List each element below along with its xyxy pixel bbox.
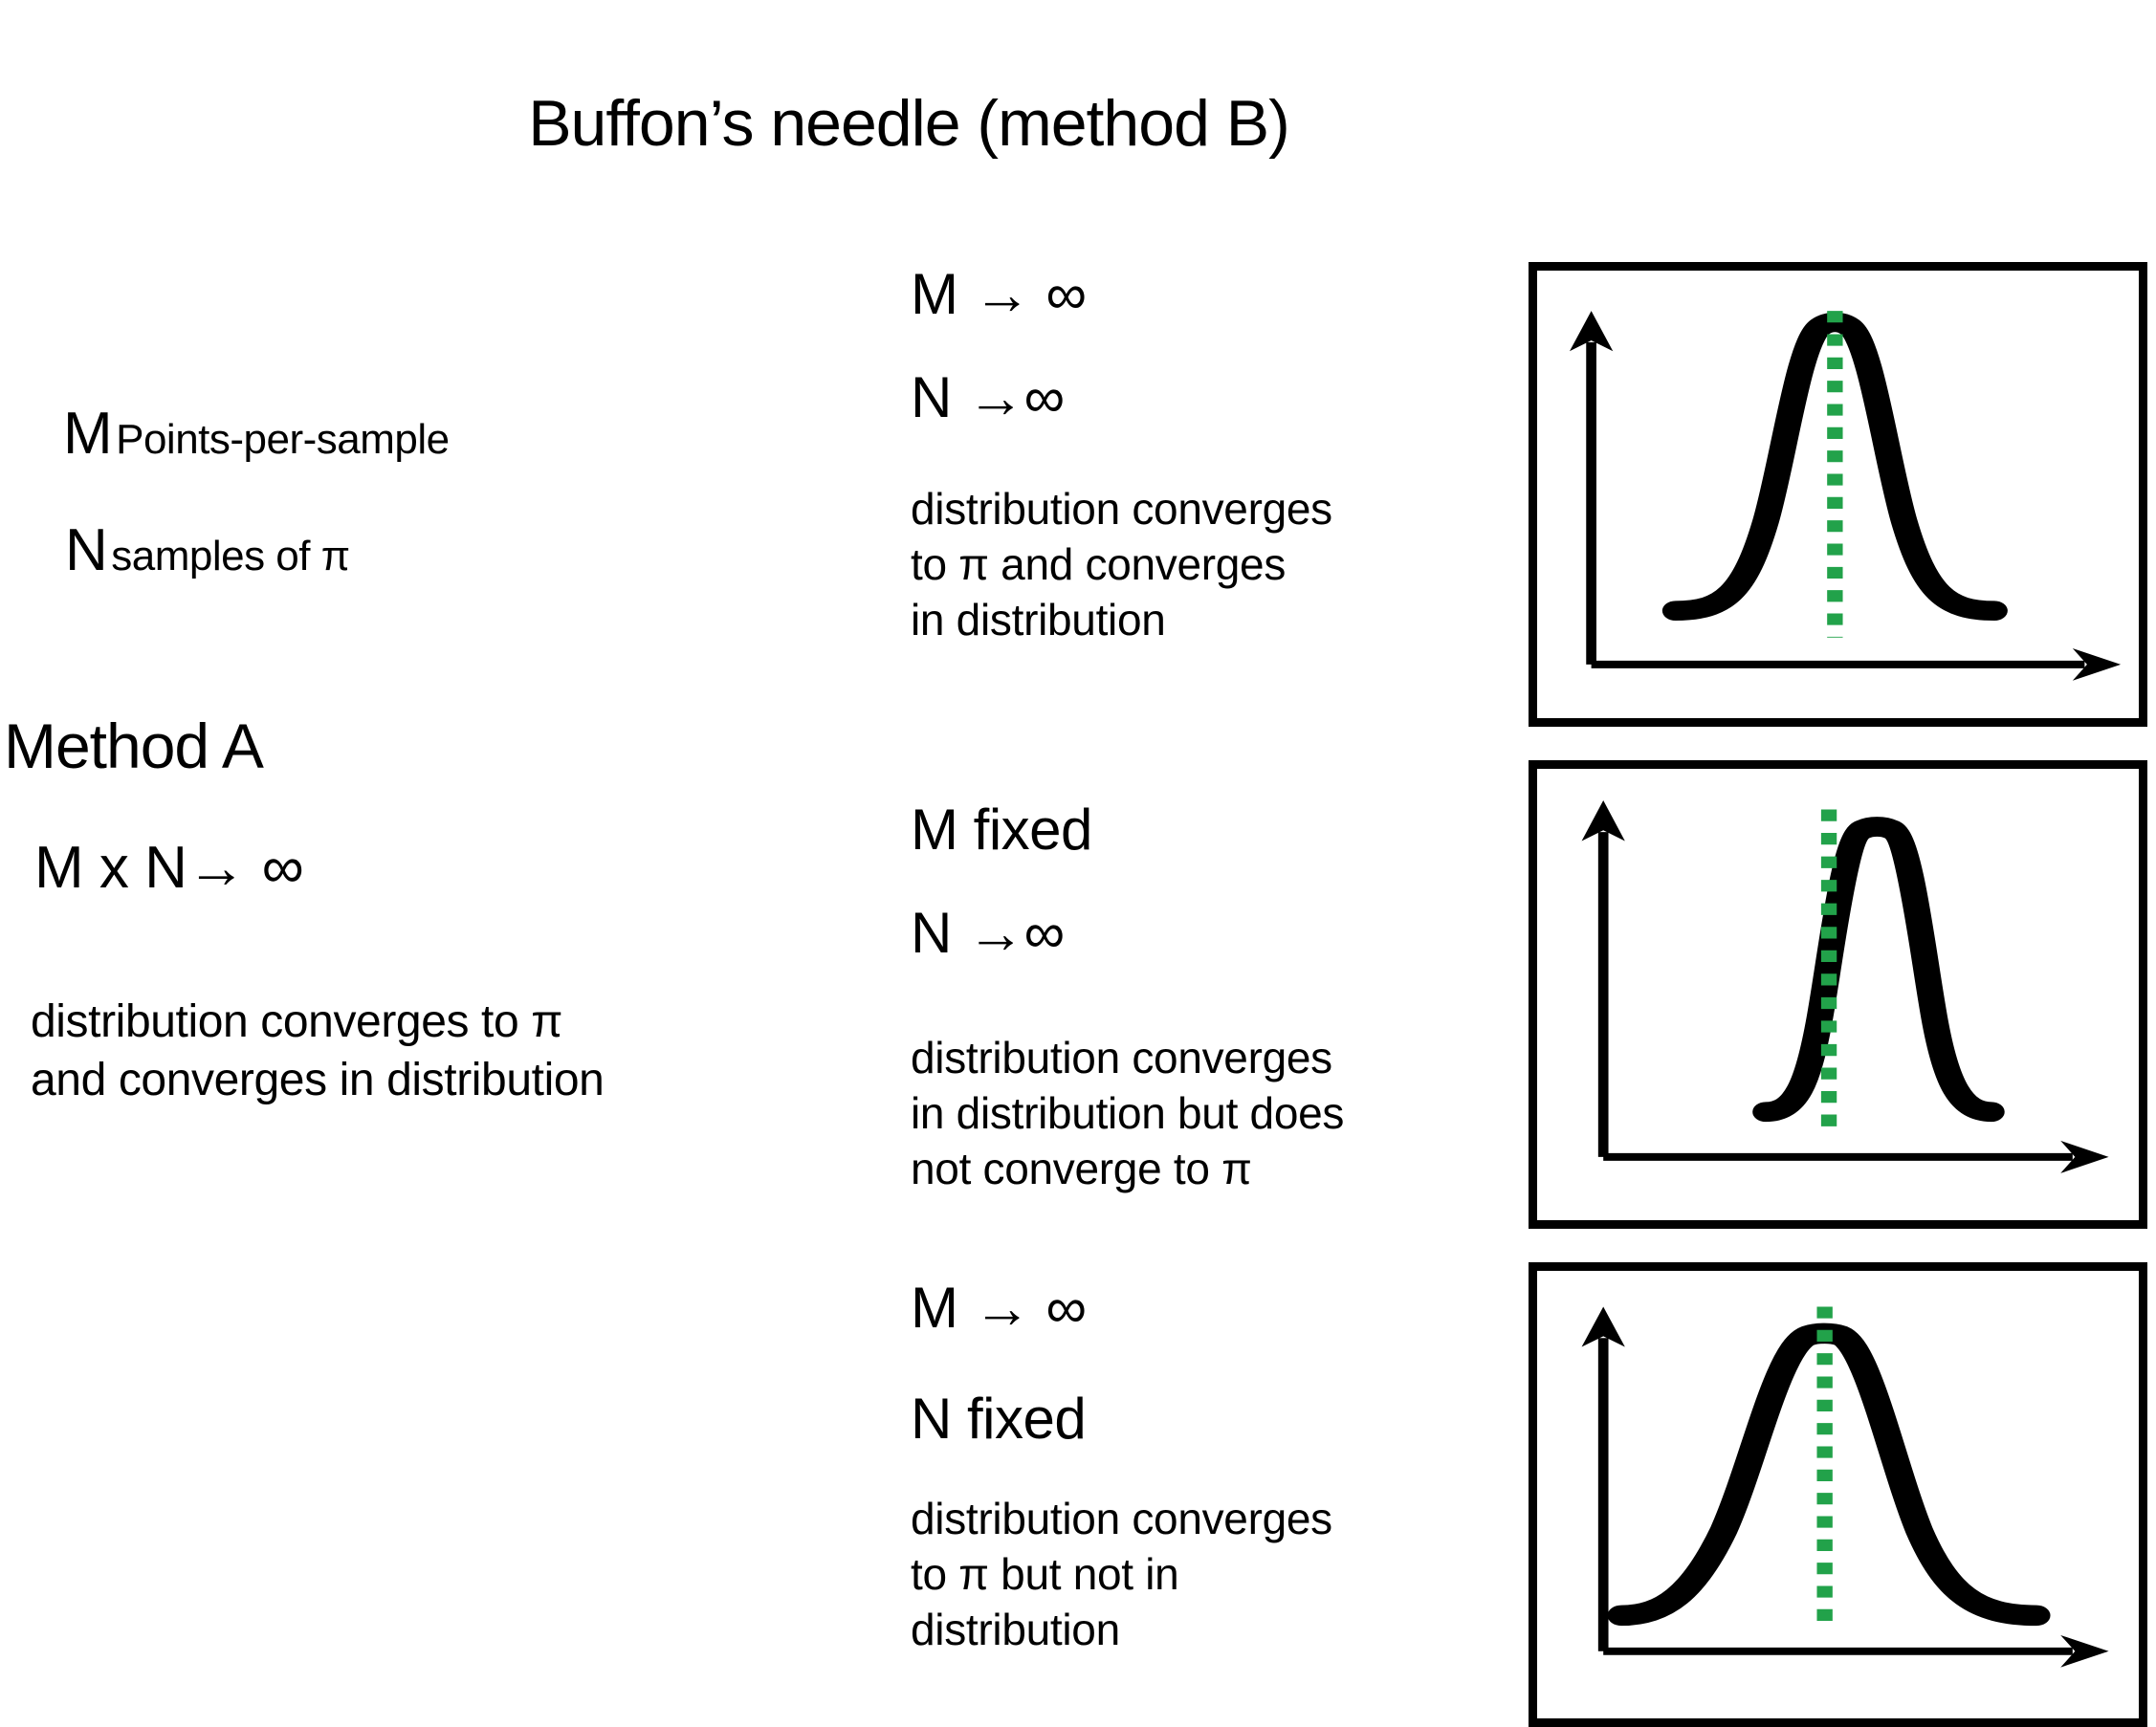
case-2-condition-n: N →∞ <box>911 901 1065 965</box>
case-1-condition-m: M → ∞ <box>911 262 1087 326</box>
panel-1-chart <box>1569 311 2122 681</box>
plot-panel-2 <box>1529 760 2147 1229</box>
panel-2-distribution-curve <box>1752 817 2005 1123</box>
plot-panel-1 <box>1529 262 2147 727</box>
panel-2-chart <box>1581 800 2109 1173</box>
case-1-description: distribution converges to π and converge… <box>911 484 1332 645</box>
method-a-formula: M x N→ ∞ <box>34 835 304 901</box>
definition-n-symbol: N <box>65 517 108 583</box>
case-3-condition-n: N fixed <box>911 1387 1087 1451</box>
case-block-3: M → ∞ N fixed distribution converges to … <box>911 1279 1523 1658</box>
case-block-1: M → ∞ N →∞ distribution converges to π a… <box>911 266 1523 648</box>
case-2-condition-m: M fixed <box>911 798 1092 862</box>
panel-3-x-axis <box>1603 1634 2109 1668</box>
definition-m: M Points-per-sample <box>63 400 450 468</box>
definition-n: N samples of π <box>65 516 350 584</box>
definition-m-symbol: M <box>63 401 113 467</box>
definition-m-text: Points-per-sample <box>116 416 450 463</box>
method-a-description: distribution converges to π and converge… <box>31 996 605 1106</box>
case-3-condition-m: M → ∞ <box>911 1276 1087 1340</box>
plot-panel-3 <box>1529 1262 2147 1727</box>
page-title: Buffon’s needle (method B) <box>528 87 1290 160</box>
panel-1-y-axis <box>1569 311 1614 665</box>
panel-3-chart <box>1581 1306 2109 1668</box>
panel-2-x-axis <box>1603 1140 2109 1173</box>
panel-2-y-axis <box>1581 800 1625 1157</box>
case-3-description: distribution converges to π but not in d… <box>911 1494 1332 1654</box>
case-1-condition-n: N →∞ <box>911 365 1065 429</box>
panel-1-x-axis <box>1591 647 2122 681</box>
definition-n-text: samples of π <box>111 533 350 579</box>
method-a-heading: Method A <box>4 710 264 781</box>
case-block-2: M fixed N →∞ distribution converges in d… <box>911 801 1523 1197</box>
panel-3-y-axis <box>1581 1306 1625 1651</box>
case-2-description: distribution converges in distribution b… <box>911 1033 1345 1193</box>
